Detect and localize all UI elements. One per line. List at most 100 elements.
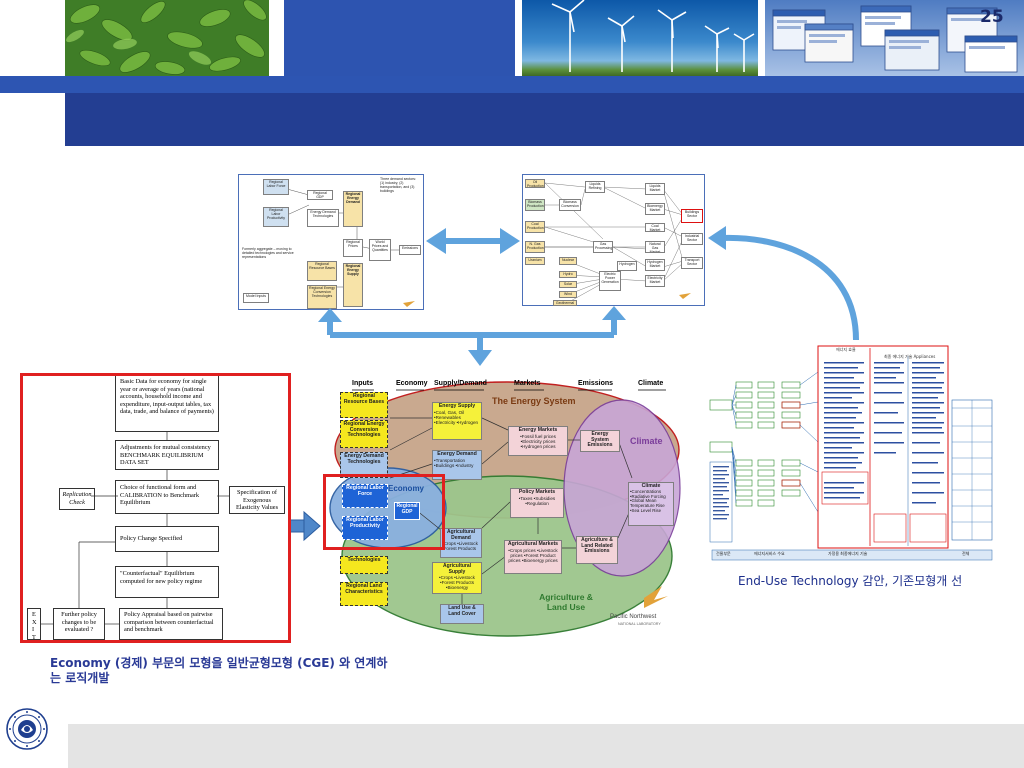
policy-markets-box: Policy Markets •Taxes •Subsidies •Regula… (510, 488, 564, 518)
model-box-labor-productivity: Regional Labor Productivity (263, 207, 289, 227)
energy-flow-thumbnail: Oil Production Biomass Production Biomas… (522, 174, 705, 306)
ag-demand-box: Agricultural Demand •Crops •Livestock •F… (440, 528, 482, 558)
flow-box-industrial: Industrial Sector (681, 233, 703, 245)
flow-box-1: Biomass Production (525, 199, 545, 211)
cge-flowchart-panel: Basic Data for economy for single year o… (20, 373, 291, 643)
enduse-bottom-1: 에너지서비스 수요 (754, 551, 785, 556)
climate-box-title: Climate (641, 483, 661, 489)
flow-box-15: Liquids Market (645, 183, 665, 195)
enduse-header-right: 최종 에너지 기술 Appliances (884, 354, 936, 359)
label-economy: Economy (388, 484, 425, 493)
model-box-resource-bases: Regional Resource Bases (307, 261, 337, 281)
flow-box-3: Coal Production (525, 221, 545, 233)
ag-supply-box: Agricultural Supply •Crops •Livestock •F… (432, 562, 482, 594)
flow-box-10: Geothermal (553, 300, 577, 306)
policy-markets-items: •Taxes •Subsidies •Regulation (518, 495, 556, 506)
footer-bar (68, 724, 1024, 768)
flow-box-2: Biomass Conversion (559, 199, 581, 211)
model-box-regional-energy-demand: Regional Energy Demand (343, 191, 363, 227)
ag-markets-title: Agricultural Markets (507, 541, 559, 547)
input-labor-force: Regional Labor Force (342, 484, 388, 508)
energy-supply-items: •Coal, Gas, Oil •Renewables •Electricity… (434, 409, 479, 425)
cge-replication-check: Replication Check (59, 488, 95, 510)
cge-counterfactual: "Counterfactual" Equilibrium computed fo… (115, 566, 219, 598)
energy-supply-title: Energy Supply (438, 403, 476, 409)
flow-box-9: Wind (559, 291, 577, 298)
flow-box-7: Hydro (559, 271, 577, 278)
flow-box-18: Natural Gas Market (645, 241, 665, 253)
leaves-photo (65, 0, 269, 76)
flow-box-transport: Transport Sector (681, 257, 703, 269)
energy-demand-title: Energy Demand (437, 451, 477, 457)
model-diagram-thumbnail: Regional Labor Force Regional GDP Region… (238, 174, 424, 310)
ag-emissions-box: Agriculture & Land Related Emissions (576, 536, 618, 564)
model-box-regional-prices: Regional Prices (343, 239, 363, 257)
flow-box-5: Uranium (525, 257, 545, 265)
header-economy: Economy (396, 380, 428, 387)
cge-adjustments: Adjustments for mutual consistency BENCH… (115, 440, 219, 470)
ag-supply-title: Agricultural Supply (442, 563, 472, 575)
enduse-bottom-3: 전체 (962, 551, 970, 556)
caption-cge-linkage: Economy (경제) 부문의 모형을 일반균형모형 (CGE) 와 연계하는… (50, 656, 388, 685)
ag-supply-items: •Crops •Livestock •Forest Products •Bioe… (439, 575, 475, 591)
header-inputs: Inputs (352, 380, 373, 387)
flow-box-buildings: Buildings Sector (681, 209, 703, 223)
screenshots-collage (765, 0, 1024, 76)
cge-policy-change: Policy Change Specified (115, 526, 219, 552)
input-resource-bases: Regional Resource Bases (340, 392, 388, 418)
flow-box-0: Oil Production (525, 179, 545, 188)
ag-markets-box: Agricultural Markets •Crops prices •Live… (504, 540, 562, 574)
flow-box-14: Electric Power Generation (599, 271, 621, 291)
flow-box-8: Solar (559, 281, 577, 288)
energy-markets-box: Energy Markets •Fossil fuel prices •Elec… (508, 426, 568, 456)
pnnl-logo-subtext: NATIONAL LABORATORY (618, 622, 661, 626)
header-emissions: Emissions (578, 380, 614, 387)
ag-demand-items: •Crops •Livestock •Forest Products (442, 541, 478, 552)
flow-box-12: Gas Processing (593, 241, 613, 253)
cge-policy-appraisal: Policy Appraisal based on pairwise compa… (119, 608, 223, 640)
cge-choice-calibration: Choice of functional form and CALIBRATIO… (115, 480, 219, 514)
enduse-document: 에너지 효율 최종 에너지 기술 Appliances 건물부문 에너지서비스 … (708, 342, 994, 564)
university-emblem-icon (6, 708, 48, 750)
model-box-regional-labor-force: Regional Labor Force (263, 179, 289, 195)
flow-box-16: Bioenergy Market (645, 203, 665, 215)
model-note-demand-sectors: Three demand sectors: (1) industry, (2) … (379, 177, 421, 201)
model-box-model-inputs: Model Inputs (243, 293, 269, 303)
double-arrow-thumbs (426, 228, 520, 254)
model-box-energy-demand-tech: Energy Demand Technologies (307, 209, 339, 227)
flow-box-6: Nuclear (559, 257, 577, 265)
flow-box-20: Electricity Market (645, 275, 665, 287)
page-number: 25 (980, 7, 1004, 27)
energy-supply-box: Energy Supply •Coal, Gas, Oil •Renewable… (432, 402, 482, 440)
land-use-box: Land Use & Land Cover (440, 604, 484, 624)
regional-gdp-box: Regional GDP (394, 502, 420, 520)
flow-box-4: N. Gas Production (525, 241, 545, 253)
policy-markets-title: Policy Markets (518, 489, 556, 495)
pnnl-logo-text: Pacific Northwest (610, 614, 657, 620)
header-supply-demand: Supply/Demand (434, 380, 487, 387)
climate-box-items: •Concentrations •Radiative Forcing •Glob… (630, 488, 666, 514)
energy-markets-items: •Fossil fuel prices •Electricity prices … (520, 433, 556, 449)
climate-box: Climate •Concentrations •Radiative Forci… (628, 482, 674, 526)
input-technologies: Technologies (340, 556, 388, 574)
header-markets: Markets (514, 380, 541, 387)
enduse-header-left: 에너지 효율 (836, 347, 856, 352)
header-climate: Climate (638, 380, 664, 387)
cge-basic-data: Basic Data for economy for single year o… (115, 376, 219, 432)
cge-exit: EXIT (27, 608, 41, 641)
model-box-emissions: Emissions (399, 245, 421, 255)
model-box-world-prices: World Prices and Quantities (369, 239, 391, 261)
cge-elasticity-spec: Specification of Exogenous Elasticity Va… (229, 486, 285, 514)
energy-demand-items: •Transportation •Buildings •Industry (434, 457, 474, 468)
flow-box-17: Coal Market (645, 223, 665, 232)
flow-box-13: Hydrogen (617, 261, 637, 271)
cge-further-changes: Further policy changes to be evaluated ? (53, 608, 105, 640)
label-agriculture: Agriculture & Land Use (539, 592, 593, 612)
economy-highlight-box (323, 474, 445, 550)
enduse-bottom-0: 건물부문 (716, 551, 731, 556)
header-band (0, 76, 1024, 93)
model-note-formerly-aggregate: Formerly aggregate – moving to detailed … (241, 247, 301, 267)
energy-markets-title: Energy Markets (518, 427, 558, 433)
wind-turbines-photo (522, 0, 758, 76)
